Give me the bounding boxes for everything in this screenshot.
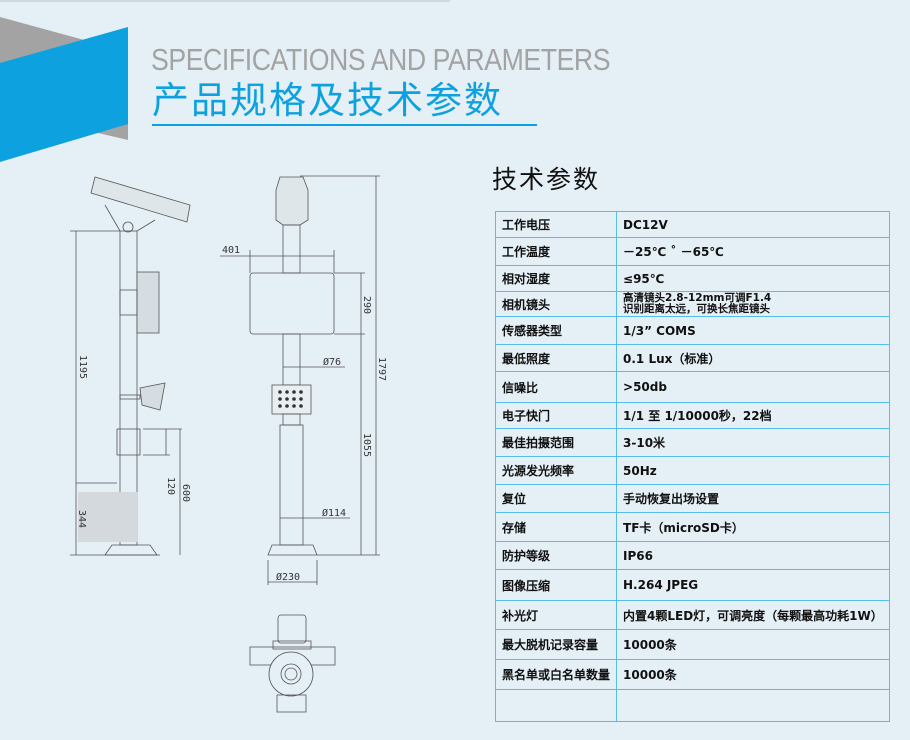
front-view-drawing: 401 290 1797 1055 Ø76 Ø114 Ø230 bbox=[220, 175, 387, 585]
spec-value: DC12V bbox=[616, 211, 890, 238]
spec-label: 复位 bbox=[495, 484, 618, 513]
spec-value: 10000条 bbox=[616, 659, 890, 690]
spec-value-line: 识别距离太远，可换长焦距镜头 bbox=[623, 303, 771, 315]
spec-label: 相对湿度 bbox=[495, 265, 618, 292]
spec-value: 0.1 Lux（标准） bbox=[616, 344, 890, 372]
spec-label-empty bbox=[495, 689, 618, 722]
spec-value: TF卡（microSD卡） bbox=[616, 512, 890, 542]
spec-value: 1/3” COMS bbox=[616, 316, 890, 345]
spec-label: 黑名单或白名单数量 bbox=[495, 659, 618, 690]
spec-row-empty bbox=[495, 689, 890, 722]
spec-label: 补光灯 bbox=[495, 600, 618, 630]
spec-value: IP66 bbox=[616, 541, 890, 570]
dim-290: 290 bbox=[361, 296, 372, 314]
sign-board bbox=[249, 272, 335, 335]
spec-label: 最大脱机记录容量 bbox=[495, 629, 618, 660]
spec-row: 工作温度－25℃ ˚ －65℃ bbox=[495, 237, 890, 266]
product-technical-drawing: 1195 120 600 344 401 290 1797 1055 bbox=[70, 175, 387, 713]
spec-row: 信噪比>50db bbox=[495, 371, 890, 403]
dim-diameter-230: Ø230 bbox=[276, 571, 300, 583]
spec-value: >50db bbox=[616, 371, 890, 403]
side-view-drawing: 1195 120 600 344 bbox=[70, 176, 191, 556]
spec-value: 10000条 bbox=[616, 629, 890, 660]
dim-120: 120 bbox=[165, 477, 176, 495]
spec-label: 光源发光频率 bbox=[495, 456, 618, 485]
dim-344: 344 bbox=[76, 510, 87, 528]
page-title-chinese: 产品规格及技术参数 bbox=[152, 79, 503, 122]
spec-value: 1/1 至 1/10000秒，22档 bbox=[616, 402, 890, 429]
spec-value: 50Hz bbox=[616, 456, 890, 485]
spec-value-line: 高清镜头2.8-12mm可调F1.4 bbox=[623, 292, 772, 304]
front-camera bbox=[275, 176, 309, 226]
header-banner-graphic bbox=[0, 17, 128, 162]
side-camera-housing bbox=[90, 176, 191, 223]
dim-1797: 1797 bbox=[376, 357, 387, 381]
spec-label: 防护等级 bbox=[495, 541, 618, 570]
dim-1195: 1195 bbox=[77, 355, 88, 379]
title-underline bbox=[152, 124, 537, 126]
page-title-english: SPECIFICATIONS AND PARAMETERS bbox=[151, 42, 611, 77]
spec-value-empty bbox=[616, 689, 890, 722]
spec-label: 存储 bbox=[495, 512, 618, 542]
spec-value: －25℃ ˚ －65℃ bbox=[616, 237, 890, 266]
banner-blue-shape bbox=[0, 27, 128, 162]
spec-value: H.264 JPEG bbox=[616, 569, 890, 601]
spec-label: 最佳拍摄范围 bbox=[495, 428, 618, 457]
spec-label: 图像压缩 bbox=[495, 569, 618, 601]
spec-row: 补光灯内置4颗LED灯，可调亮度（每颗最高功耗1W） bbox=[495, 600, 890, 630]
spec-value: ≤95℃ bbox=[616, 265, 890, 292]
dim-diameter-76: Ø76 bbox=[323, 356, 341, 368]
spec-label: 相机镜头 bbox=[495, 291, 618, 317]
dim-401: 401 bbox=[222, 245, 240, 256]
spec-label: 传感器类型 bbox=[495, 316, 618, 345]
spec-row: 复位手动恢复出场设置 bbox=[495, 484, 890, 513]
top-divider bbox=[0, 0, 450, 2]
spec-value: 手动恢复出场设置 bbox=[616, 484, 890, 513]
spec-label: 工作电压 bbox=[495, 211, 618, 238]
spec-label: 信噪比 bbox=[495, 371, 618, 403]
dim-600: 600 bbox=[180, 484, 191, 502]
spec-value: 内置4颗LED灯，可调亮度（每颗最高功耗1W） bbox=[616, 600, 890, 630]
spec-label: 最低照度 bbox=[495, 344, 618, 372]
spec-label: 工作温度 bbox=[495, 237, 618, 266]
junction-box bbox=[116, 428, 141, 456]
spec-value: 3-10米 bbox=[616, 428, 890, 457]
led-lamp bbox=[271, 384, 312, 415]
spec-row: 相对湿度≤95℃ bbox=[495, 265, 890, 292]
spec-section-heading: 技术参数 bbox=[492, 165, 601, 194]
spec-label: 电子快门 bbox=[495, 402, 618, 429]
dim-diameter-114: Ø114 bbox=[322, 507, 346, 519]
dim-1055: 1055 bbox=[361, 433, 372, 457]
top-view-drawing bbox=[249, 614, 336, 713]
